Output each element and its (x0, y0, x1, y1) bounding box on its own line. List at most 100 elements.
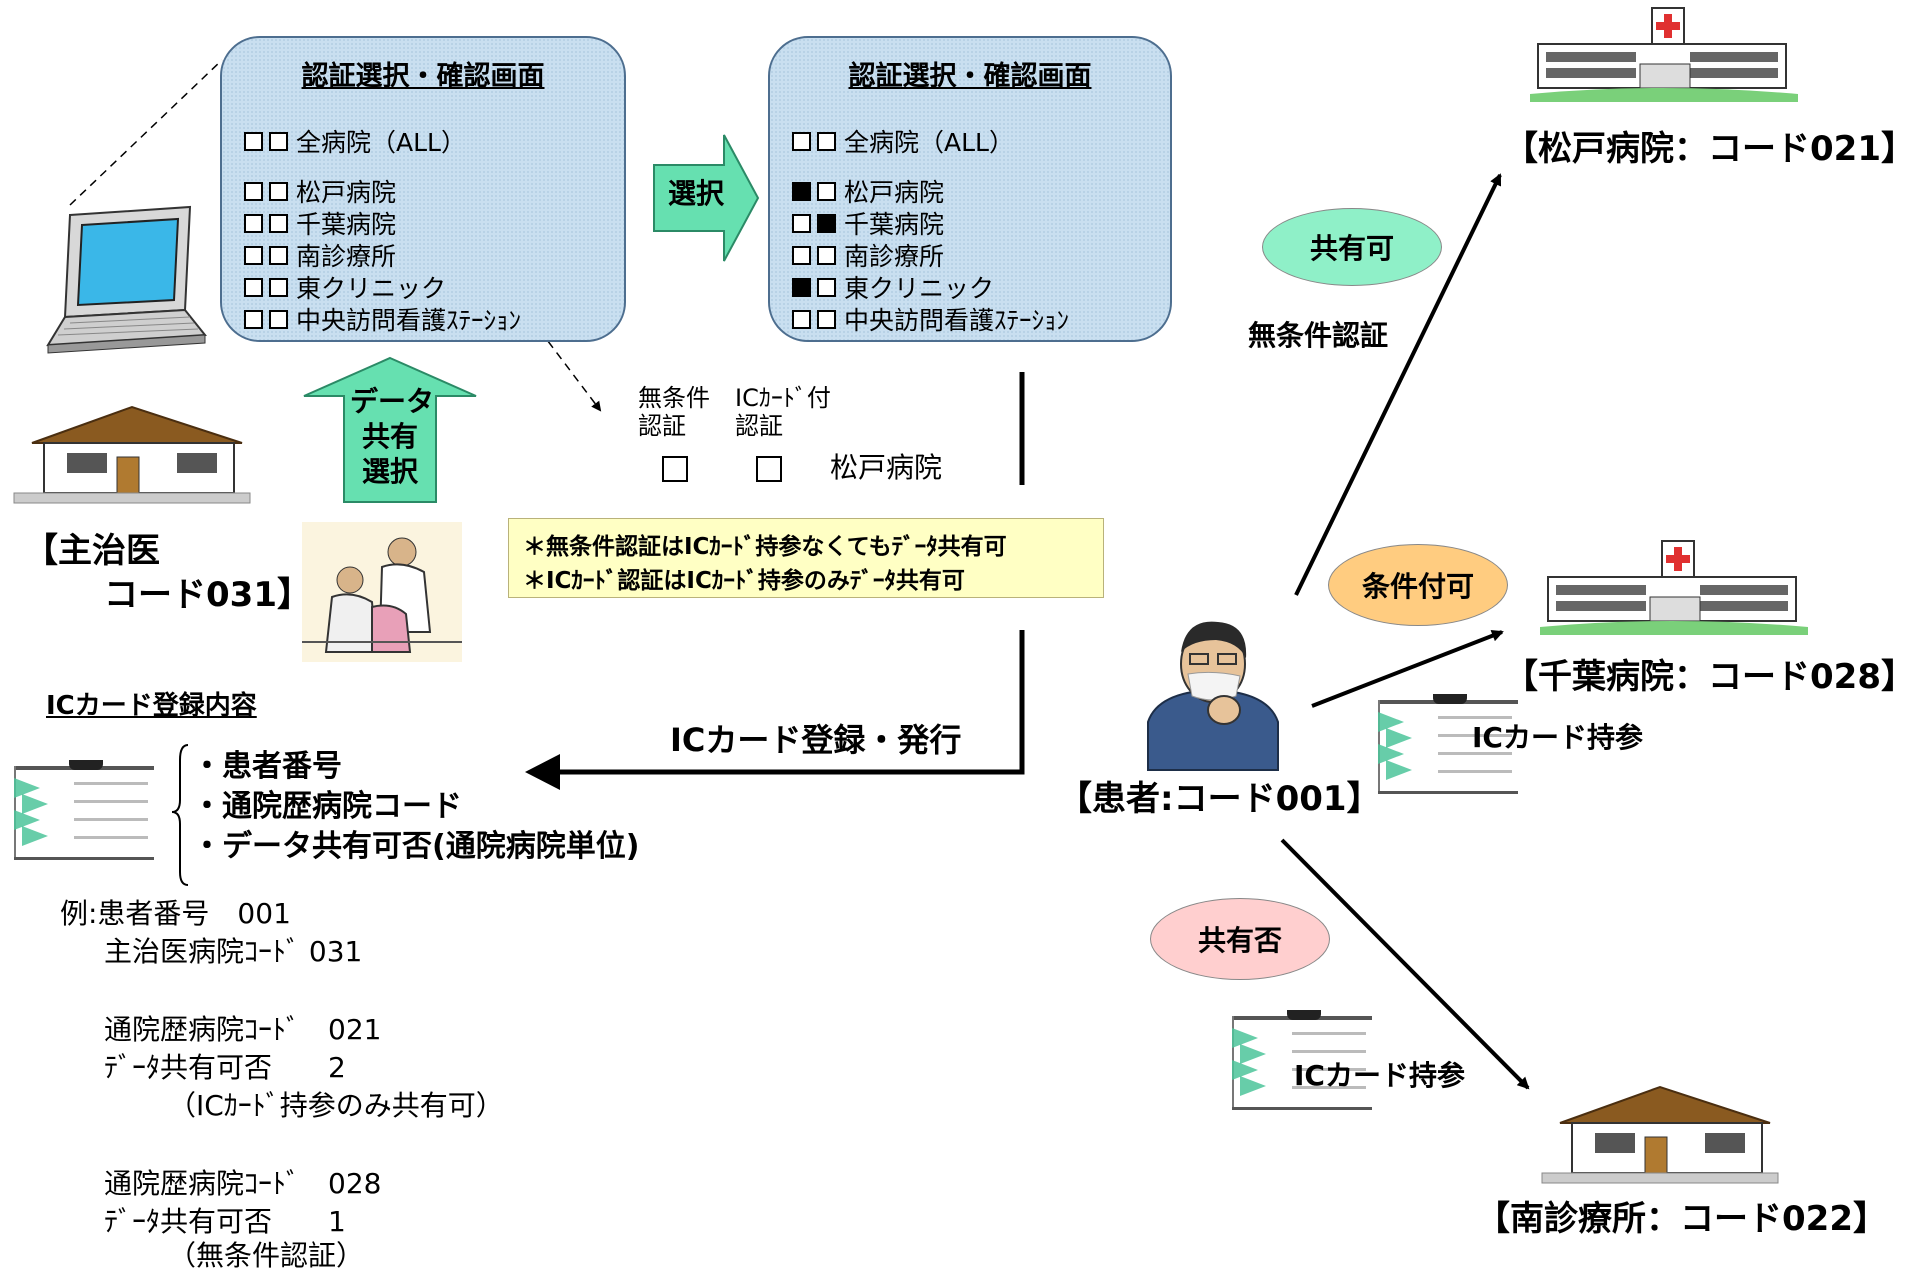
checkbox-ic-card[interactable] (817, 213, 836, 233)
legend-checkbox-ic-card[interactable] (756, 456, 782, 482)
list-item[interactable]: 全病院（ALL） (244, 126, 466, 157)
list-item[interactable]: 中央訪問看護ｽﾃｰｼｮﾝ (792, 304, 1070, 335)
checkbox-ic-card[interactable] (269, 309, 288, 329)
hospital-label: 南診療所 (844, 242, 945, 271)
checkbox-unconditional[interactable] (244, 309, 263, 329)
example-line: 通院歴病院ｺｰﾄﾞ 021 (104, 1013, 382, 1046)
ic-registration-item: ・通院歴病院コード (192, 789, 462, 824)
checkbox-ic-card[interactable] (269, 131, 288, 151)
matsudo-hospital-icon (1530, 7, 1798, 102)
note-box: ＊無条件認証はICｶｰﾄﾞ持参なくてもﾃﾞｰﾀ共有可 ＊ICｶｰﾄﾞ認証はICｶ… (508, 518, 1104, 598)
checkbox-unconditional[interactable] (792, 131, 811, 151)
register-issue-arrow (535, 630, 1025, 775)
hospital-label: 千葉病院 (296, 210, 397, 239)
note-line: ＊無条件認証はICｶｰﾄﾞ持参なくてもﾃﾞｰﾀ共有可 (523, 534, 1007, 560)
checkbox-unconditional[interactable] (244, 131, 263, 151)
hospital-label: 南診療所 (296, 242, 397, 271)
hospital-label: 千葉病院 (844, 210, 945, 239)
example-line: 通院歴病院ｺｰﾄﾞ 028 (104, 1167, 382, 1200)
list-item[interactable]: 松戸病院 (244, 176, 397, 207)
example-line: ﾃﾞｰﾀ共有可否 1 (104, 1205, 346, 1238)
arrow-label-line: 共有 (361, 420, 418, 453)
checkbox-unconditional[interactable] (792, 245, 811, 265)
doctor-house-icon (13, 405, 251, 504)
checkbox-ic-card[interactable] (269, 245, 288, 265)
checkbox-unconditional[interactable] (244, 245, 263, 265)
checkbox-ic-card[interactable] (817, 277, 836, 297)
list-item[interactable]: 全病院（ALL） (792, 126, 1014, 157)
checkbox-unconditional[interactable] (244, 181, 263, 201)
list-item[interactable]: 松戸病院 (792, 176, 945, 207)
list-item[interactable]: 中央訪問看護ｽﾃｰｼｮﾝ (244, 304, 522, 335)
list-item[interactable]: 千葉病院 (244, 208, 397, 239)
patient-label: 【患者:コード001】 (1058, 779, 1381, 819)
legend-col-ic-card: ICｶｰﾄﾞ付 認証 (735, 384, 831, 440)
legend-checkbox-unconditional[interactable] (662, 456, 688, 482)
panel-title: 認証選択・確認画面 (301, 61, 545, 92)
chiba-hospital-icon (1540, 540, 1808, 635)
data-share-arrow (303, 356, 477, 503)
checkbox-unconditional[interactable] (792, 277, 811, 297)
list-item[interactable]: 千葉病院 (792, 208, 945, 239)
checkbox-ic-card[interactable] (817, 245, 836, 265)
select-arrow (653, 134, 760, 262)
list-item[interactable]: 東クリニック (244, 272, 446, 303)
doctor-label-line2: コード031】 (104, 575, 311, 615)
ic-registration-heading: ICカード登録内容 (46, 691, 257, 721)
checkbox-ic-card[interactable] (817, 131, 836, 151)
checkbox-unconditional[interactable] (244, 277, 263, 297)
hospital-label: 全病院（ALL） (296, 128, 466, 157)
laptop-dashed-line (69, 59, 223, 206)
select-arrow-label: 選択 (668, 177, 725, 210)
ic-registration-item: ・患者番号 (192, 749, 342, 784)
panel-title: 認証選択・確認画面 (848, 61, 1092, 92)
hospital-label: 中央訪問看護ｽﾃｰｼｮﾝ (296, 306, 522, 335)
arrow-to-minami (1280, 838, 1530, 1090)
checkbox-unconditional[interactable] (792, 309, 811, 329)
consultation-illustration (302, 522, 462, 662)
list-item[interactable]: 南診療所 (792, 240, 945, 271)
minami-clinic-label: 【南診療所：コード022】 (1476, 1199, 1887, 1239)
checkbox-ic-card[interactable] (269, 277, 288, 297)
matsudo-hospital-label: 【松戸病院：コード021】 (1504, 129, 1915, 169)
patient-icon (1147, 621, 1279, 771)
arrow-to-chiba (1311, 630, 1504, 708)
ic-registration-item: ・データ共有可否(通院病院単位) (192, 829, 640, 864)
arrow-to-matsudo (1294, 173, 1502, 596)
example-line: （ICｶｰﾄﾞ持参のみ共有可） (168, 1089, 504, 1122)
hospital-label: 松戸病院 (844, 178, 945, 207)
checkbox-ic-card[interactable] (817, 181, 836, 201)
example-line: ﾃﾞｰﾀ共有可否 2 (104, 1051, 346, 1084)
legend-col-unconditional: 無条件 認証 (638, 384, 710, 440)
doctor-label-line1: 【主治医 (24, 531, 160, 571)
checkbox-unconditional[interactable] (244, 213, 263, 233)
legend-text: 無条件 (638, 384, 710, 412)
checkbox-unconditional[interactable] (792, 181, 811, 201)
list-item[interactable]: 東クリニック (792, 272, 994, 303)
checkbox-unconditional[interactable] (792, 213, 811, 233)
arrow-label-line: 選択 (361, 455, 418, 488)
example-line: （無条件認証） (168, 1239, 365, 1272)
ic-card-icon (14, 760, 154, 860)
checkbox-ic-card[interactable] (269, 213, 288, 233)
chiba-hospital-label: 【千葉病院：コード028】 (1504, 657, 1915, 697)
legend-text: 認証 (735, 411, 783, 440)
ic-card-bring-label: ICカード持参 (1294, 1059, 1465, 1092)
auth-select-panel-before: 認証選択・確認画面 全病院（ALL） 松戸病院 千葉病院 南診療所 東クリニック… (220, 36, 626, 342)
legend-hospital-label: 松戸病院 (830, 451, 943, 484)
share-ng-ellipse: 共有否 (1150, 898, 1330, 980)
list-item[interactable]: 南診療所 (244, 240, 397, 271)
arrow-label-line: データ (350, 385, 435, 418)
legend-text: ICｶｰﾄﾞ付 (735, 384, 831, 412)
checkbox-ic-card[interactable] (269, 181, 288, 201)
example-line: 主治医病院ｺｰﾄﾞ 031 (104, 935, 363, 968)
hospital-label: 松戸病院 (296, 178, 397, 207)
ic-items-bracket (171, 744, 189, 886)
checkbox-ic-card[interactable] (817, 309, 836, 329)
hospital-label: 中央訪問看護ｽﾃｰｼｮﾝ (844, 306, 1070, 335)
ic-card-bring-label: ICカード持参 (1472, 721, 1643, 754)
hospital-label: 全病院（ALL） (844, 128, 1014, 157)
note-line: ＊ICｶｰﾄﾞ認証はICｶｰﾄﾞ持参のみﾃﾞｰﾀ共有可 (523, 568, 965, 594)
laptop-icon (46, 205, 207, 354)
